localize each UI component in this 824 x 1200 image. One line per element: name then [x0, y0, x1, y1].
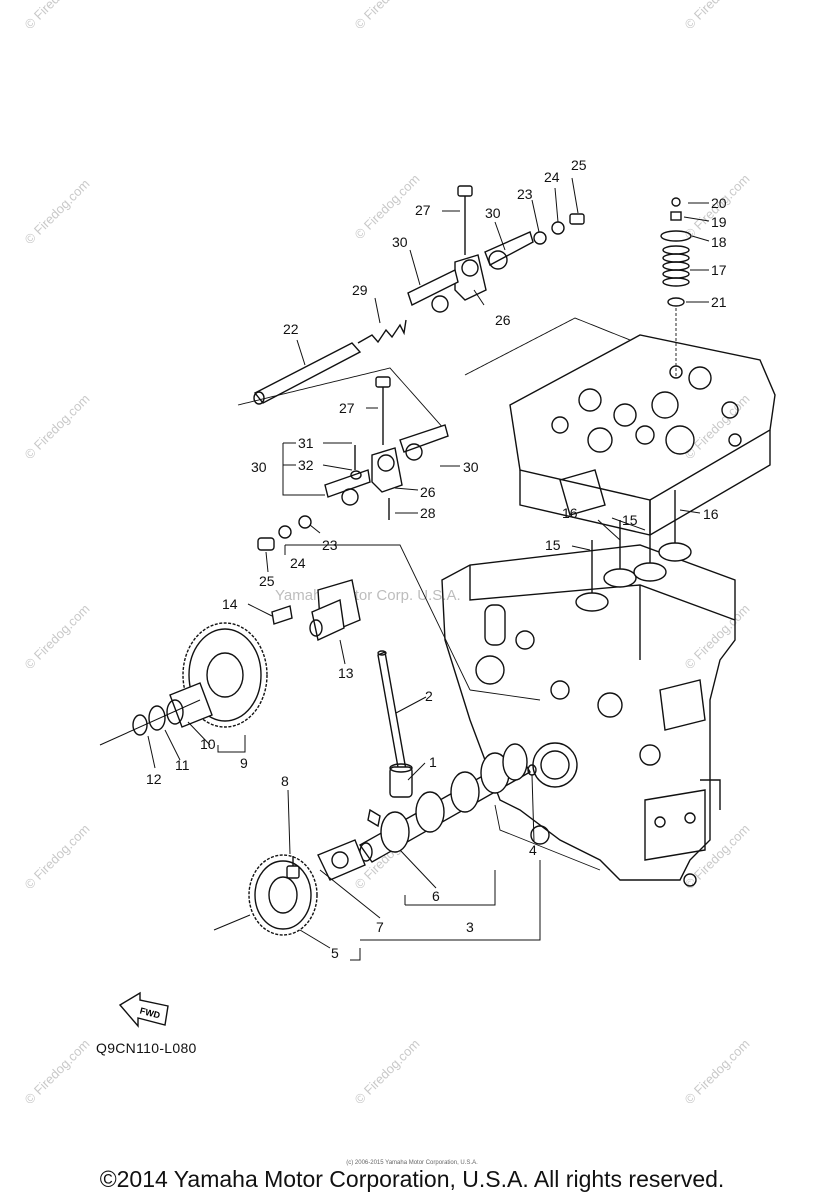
callout-26: 26	[420, 484, 436, 500]
callout-27: 27	[339, 400, 355, 416]
watermark-text: © Firedog.com	[682, 601, 753, 672]
callout-15: 15	[622, 512, 638, 528]
callout-24: 24	[544, 169, 560, 185]
watermark-layer: © Firedog.com © Firedog.com © Firedog.co…	[22, 0, 753, 1107]
callout-23: 23	[322, 537, 338, 553]
idler-shaft-bracket	[271, 579, 361, 642]
watermark-text: © Firedog.com	[682, 0, 753, 32]
watermark-text: © Firedog.com	[22, 176, 93, 247]
callout-22: 22	[283, 321, 299, 337]
callout-20: 20	[711, 195, 727, 211]
callout-16: 16	[562, 505, 578, 521]
callout-10: 10	[200, 736, 216, 752]
cam-gear-assembly	[213, 839, 366, 936]
callout-25: 25	[259, 573, 275, 589]
callout-8: 8	[281, 773, 289, 789]
callout-30: 30	[392, 234, 408, 250]
leader-lines	[147, 177, 710, 961]
callout-14: 14	[222, 596, 238, 612]
callout-30: 30	[463, 459, 479, 475]
callout-29: 29	[352, 282, 368, 298]
fwd-arrow: FWD	[118, 991, 169, 1028]
diagram-code: Q9CN110-L080	[96, 1040, 197, 1056]
push-rod	[377, 650, 413, 798]
callout-28: 28	[420, 505, 436, 521]
watermark-text: © Firedog.com	[682, 391, 753, 462]
watermark-text: © Firedog.com	[352, 171, 423, 242]
lower-rocker-assembly	[257, 376, 449, 551]
callout-3: 3	[466, 919, 474, 935]
callout-27: 27	[415, 202, 431, 218]
callout-32: 32	[298, 457, 314, 473]
small-notice: (c) 2006-2015 Yamaha Motor Corporation, …	[346, 1160, 478, 1166]
callout-13: 13	[338, 665, 354, 681]
watermark-text: © Firedog.com	[682, 1036, 753, 1107]
callout-23: 23	[517, 186, 533, 202]
upper-rocker-assembly	[407, 185, 585, 313]
callout-24: 24	[290, 555, 306, 571]
rocker-shaft	[237, 317, 631, 431]
callout-30: 30	[485, 205, 501, 221]
callout-9: 9	[240, 755, 248, 771]
callout-5: 5	[331, 945, 339, 961]
watermark-text: © Firedog.com	[22, 391, 93, 462]
callout-1: 1	[429, 754, 437, 770]
callout-25: 25	[571, 157, 587, 173]
watermark-text: © Firedog.com	[22, 0, 93, 32]
callout-11: 11	[175, 757, 190, 773]
callout-7: 7	[376, 919, 384, 935]
cylinder-head	[509, 334, 776, 536]
watermark-text: © Firedog.com	[22, 601, 93, 672]
watermark-text: © Firedog.com	[352, 0, 423, 32]
callout-26: 26	[495, 312, 511, 328]
watermark-text: © Firedog.com	[352, 1036, 423, 1107]
callout-2: 2	[425, 688, 433, 704]
center-watermark: Yamaha Motor Corp. U.S.A.	[275, 587, 461, 604]
callouts: 25 24 23 27 30 30 29 26 22 20 19 18 17 2…	[146, 157, 727, 961]
callout-15: 15	[545, 537, 561, 553]
callout-12: 12	[146, 771, 162, 787]
watermark-text: © Firedog.com	[22, 1036, 93, 1107]
watermark-text: © Firedog.com	[682, 821, 753, 892]
callout-4: 4	[529, 842, 537, 858]
callout-30: 30	[251, 459, 267, 475]
engine-block	[441, 544, 736, 887]
copyright-notice: ©2014 Yamaha Motor Corporation, U.S.A. A…	[99, 1166, 725, 1192]
valve-spring-stack	[660, 197, 692, 378]
camshaft	[358, 743, 537, 863]
valves	[575, 490, 692, 612]
callout-21: 21	[711, 294, 727, 310]
callout-31: 31	[298, 435, 314, 451]
watermark-text: © Firedog.com	[22, 821, 93, 892]
callout-6: 6	[432, 888, 440, 904]
callout-19: 19	[711, 214, 727, 230]
idler-gear-assembly	[99, 622, 268, 746]
callout-18: 18	[711, 234, 727, 250]
callout-17: 17	[711, 262, 727, 278]
callout-16: 16	[703, 506, 719, 522]
